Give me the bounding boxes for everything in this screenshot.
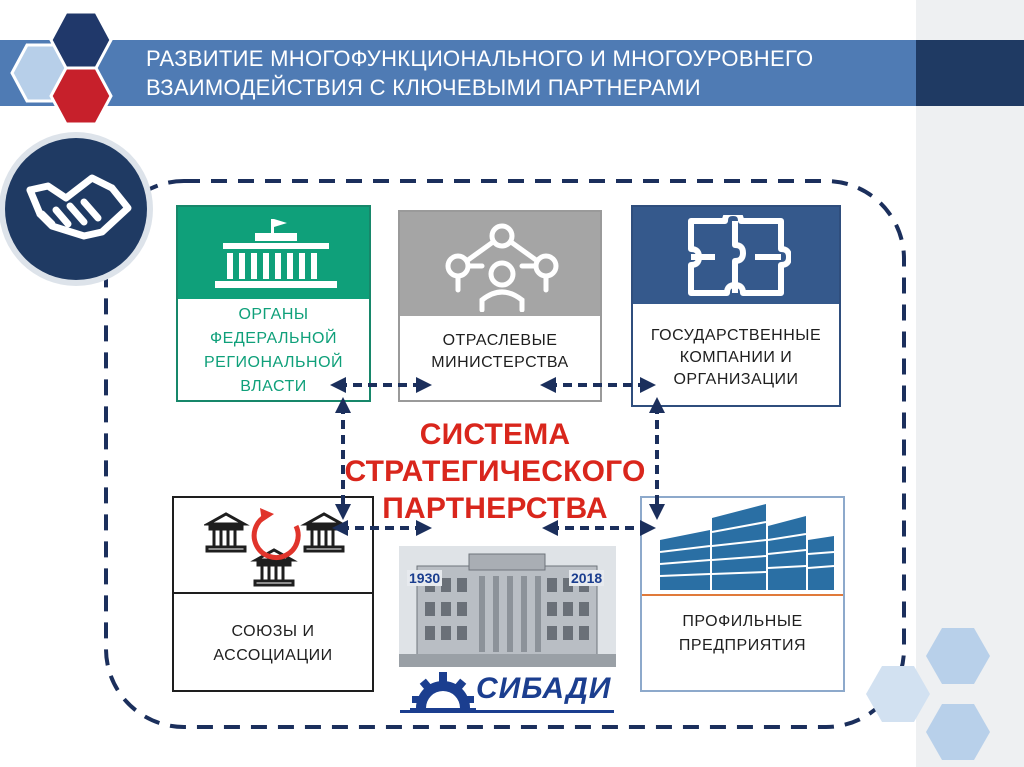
handshake-badge <box>0 128 162 290</box>
center-title-line: СТРАТЕГИЧЕСКОГО <box>344 455 646 488</box>
partnership-frame <box>104 179 906 729</box>
header-band <box>0 40 916 106</box>
year-right: 2018 <box>569 570 605 586</box>
header-dark-block <box>916 40 1024 106</box>
state-companies-label-line: ОРГАНИЗАЦИИ <box>673 371 799 388</box>
institutions-cycle-icon <box>204 508 346 587</box>
sibadi-logo-text: СИБАДИ <box>476 672 612 705</box>
logo-underline <box>400 710 614 713</box>
state-companies-label-line: КОМПАНИИ И <box>679 349 793 366</box>
ministries-label-line: ОТРАСЛЕВЫЕ <box>442 332 558 349</box>
federal-icon-panel <box>178 207 369 299</box>
node-industry-ministries: ОТРАСЛЕВЫЕ МИНИСТЕРСТВА <box>398 210 602 402</box>
state-companies-label-line: ГОСУДАРСТВЕННЫЕ <box>650 327 822 344</box>
people-network-icon <box>445 223 559 312</box>
header-title-line-2: ВЗАИМОДЕЙСТВИЯ С КЛЮЧЕВЫМИ ПАРТНЕРАМИ <box>146 75 701 100</box>
ministries-label-line: МИНИСТЕРСТВА <box>431 354 569 371</box>
office-buildings-icon <box>659 504 835 590</box>
header-title: РАЗВИТИЕ МНОГОФУНКЦИОНАЛЬНОГО И МНОГОУРО… <box>146 44 906 102</box>
center-title-line: СИСТЕМА <box>419 418 571 451</box>
unions-label-line: СОЮЗЫ И <box>231 623 315 640</box>
federal-label-line: ФЕДЕРАЛЬНОЙ <box>210 330 337 347</box>
node-state-companies: ГОСУДАРСТВЕННЫЕ КОМПАНИИ И ОРГАНИЗАЦИИ <box>631 205 841 407</box>
node-unions-associations: СОЮЗЫ И АССОЦИАЦИИ <box>172 496 374 692</box>
federal-label: ОРГАНЫ ФЕДЕРАЛЬНОЙ РЕГИОНАЛЬНОЙ ВЛАСТИ <box>178 303 369 399</box>
handshake-icon <box>0 132 153 286</box>
year-left: 1930 <box>407 570 443 586</box>
hexagon-cluster-icon <box>10 10 113 126</box>
federal-label-line: РЕГИОНАЛЬНОЙ <box>203 354 344 371</box>
enterprises-label-line: ПРОФИЛЬНЫЕ <box>682 613 803 630</box>
connector-layer <box>330 377 665 536</box>
gear-icon <box>410 672 476 712</box>
university-building-illustration <box>399 546 616 667</box>
university-building-photo: 1930 2018 <box>399 546 616 667</box>
unions-label-line: АССОЦИАЦИИ <box>213 647 333 664</box>
state-companies-icon-panel <box>633 207 839 304</box>
center-title-line: ПАРТНЕРСТВА <box>382 492 608 525</box>
node-profile-enterprises: ПРОФИЛЬНЫЕ ПРЕДПРИЯТИЯ <box>640 496 845 692</box>
enterprises-label-line: ПРЕДПРИЯТИЯ <box>678 637 807 654</box>
government-building-icon <box>215 219 337 288</box>
ministries-label: ОТРАСЛЕВЫЕ МИНИСТЕРСТВА <box>400 330 600 374</box>
node-federal-authorities: ОРГАНЫ ФЕДЕРАЛЬНОЙ РЕГИОНАЛЬНОЙ ВЛАСТИ <box>176 205 371 402</box>
federal-label-line: ВЛАСТИ <box>240 378 307 395</box>
federal-label-line: ОРГАНЫ <box>238 306 309 323</box>
unions-label: СОЮЗЫ И АССОЦИАЦИИ <box>174 620 372 668</box>
state-companies-label: ГОСУДАРСТВЕННЫЕ КОМПАНИИ И ОРГАНИЗАЦИИ <box>633 325 839 391</box>
unions-divider <box>174 592 372 594</box>
decorative-hexagons <box>866 628 990 760</box>
enterprises-label: ПРОФИЛЬНЫЕ ПРЕДПРИЯТИЯ <box>642 610 843 658</box>
puzzle-icon <box>688 215 791 296</box>
header-title-line-1: РАЗВИТИЕ МНОГОФУНКЦИОНАЛЬНОГО И МНОГОУРО… <box>146 46 814 71</box>
ministries-icon-panel <box>400 212 600 316</box>
center-title: СИСТЕМА СТРАТЕГИЧЕСКОГО ПАРТНЕРСТВА <box>330 416 660 527</box>
enterprises-divider <box>642 594 843 596</box>
